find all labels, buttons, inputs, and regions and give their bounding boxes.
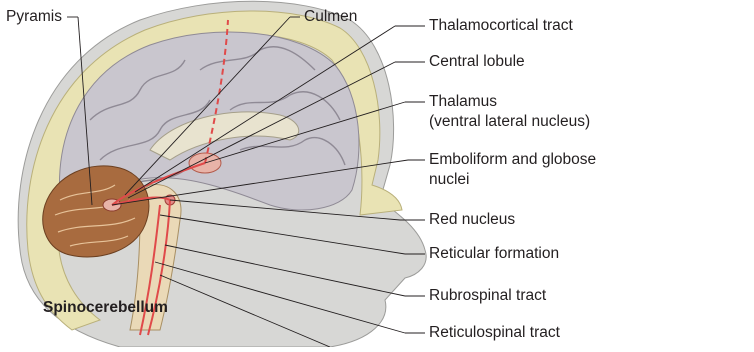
label-culmen: Culmen bbox=[304, 7, 357, 26]
label-spinocerebellum: Spinocerebellum bbox=[43, 298, 168, 317]
label-red-nucleus: Red nucleus bbox=[429, 210, 515, 229]
label-thalamus: Thalamus bbox=[429, 92, 497, 111]
label-central-lobule: Central lobule bbox=[429, 52, 525, 71]
label-emboliform-nuclei: nuclei bbox=[429, 170, 470, 189]
label-emboliform-globose: Emboliform and globose bbox=[429, 150, 596, 169]
label-thalamus-sub: (ventral lateral nucleus) bbox=[429, 112, 590, 131]
label-thalamocortical-tract: Thalamocortical tract bbox=[429, 16, 573, 35]
label-rubrospinal-tract: Rubrospinal tract bbox=[429, 286, 546, 305]
label-reticular-formation: Reticular formation bbox=[429, 244, 559, 263]
label-pyramis: Pyramis bbox=[6, 7, 62, 26]
label-reticulospinal-tract: Reticulospinal tract bbox=[429, 323, 560, 342]
